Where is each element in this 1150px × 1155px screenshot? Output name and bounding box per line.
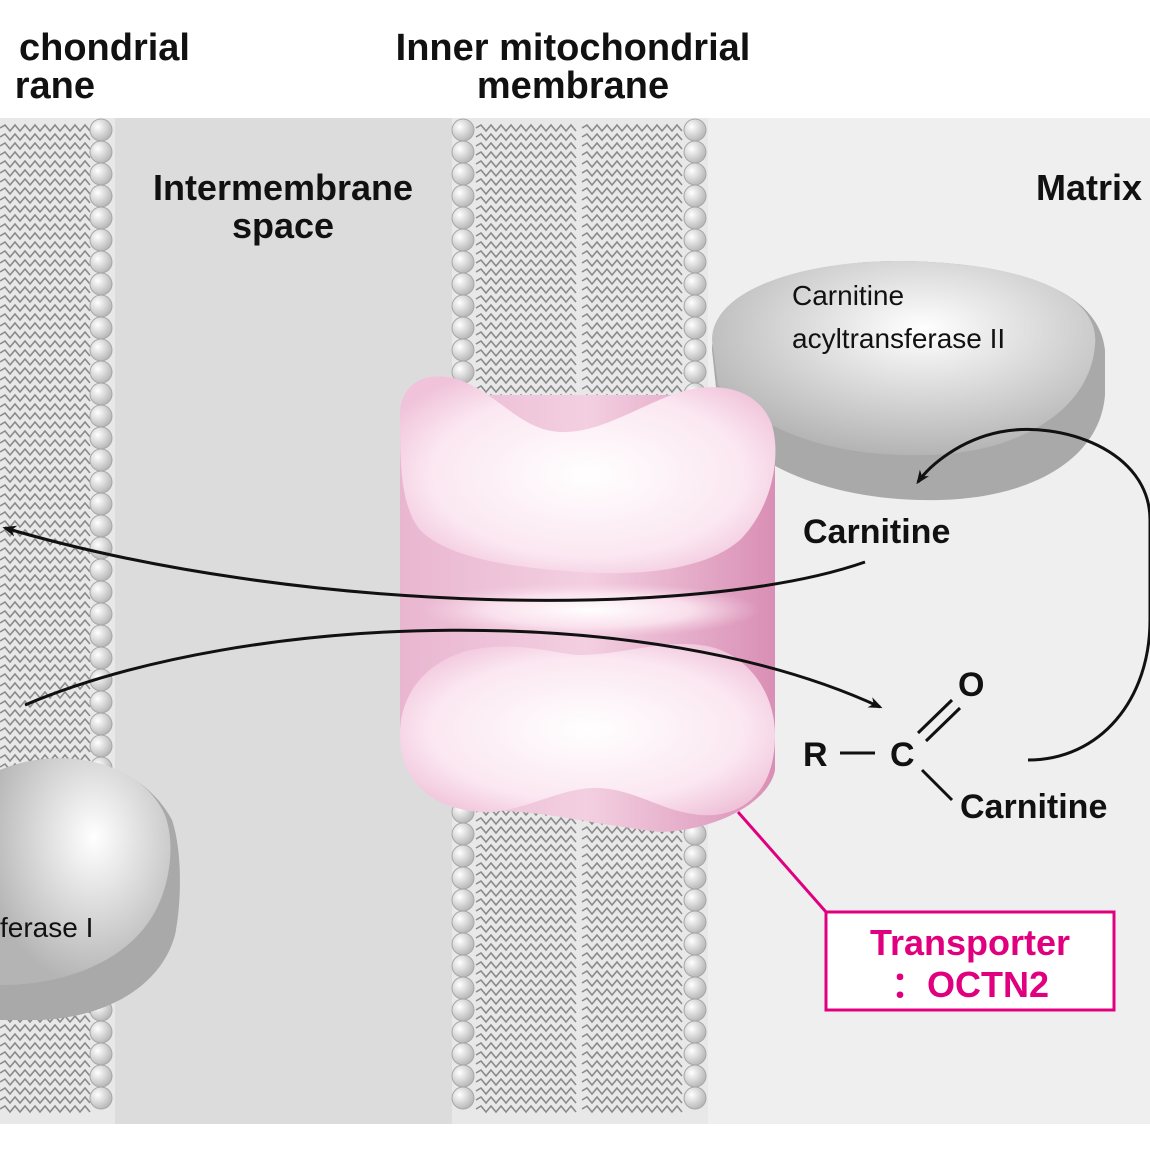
cat2-label-line2: acyltransferase II — [792, 323, 1005, 354]
acyl-o-label: O — [958, 666, 984, 704]
acyl-r-label: R — [803, 736, 828, 774]
matrix-label: Matrix — [1036, 167, 1142, 208]
acylcarnitine-import-arrow — [24, 628, 883, 709]
transporter-label-box — [824, 910, 1116, 1012]
acyl-carnitine-bonds — [840, 698, 962, 802]
transporter-label-line2: ：OCTN2 — [891, 964, 1049, 1005]
inner-membrane-label-line2: membrane — [477, 65, 669, 107]
carnitine-export-arrow — [2, 525, 866, 602]
carnitine-acyltransferase-1-enzyme — [0, 758, 180, 1020]
transport-arrows — [2, 427, 1150, 762]
carnitine-acyltransferase-2-enzyme — [712, 260, 1105, 501]
octn2-transporter — [400, 376, 776, 832]
cat2-label-line1: Carnitine — [792, 280, 904, 311]
intermembrane-space-label-line1: Intermembrane — [153, 167, 413, 208]
inner-membrane-label-line1: Inner mitochondrial — [396, 27, 751, 69]
outer-membrane-label-line2: rane — [15, 65, 95, 107]
acyl-c-label: C — [890, 736, 915, 774]
outer-membrane-label-line1: chondrial — [19, 27, 190, 69]
cat2-cycle-arrow — [916, 427, 1150, 762]
carnitine-label: Carnitine — [803, 513, 950, 551]
transporter-label-line1: Transporter — [870, 922, 1070, 963]
transporter-callout: Transporter ：OCTN2 — [736, 811, 1116, 1012]
intermembrane-space-label-line2: space — [232, 205, 334, 246]
acylcarnitine-label: Carnitine — [960, 788, 1107, 826]
cat1-label-partial: ferase I — [0, 912, 93, 943]
